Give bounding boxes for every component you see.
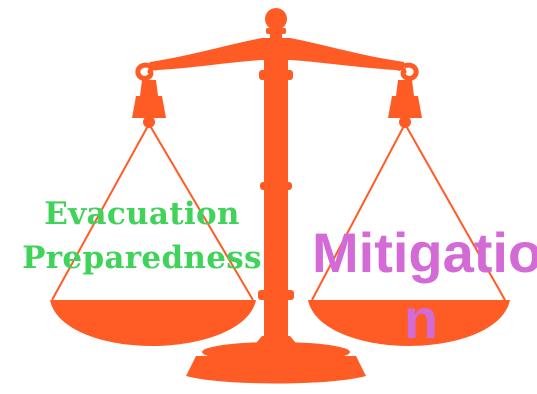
finial-collar [266, 28, 286, 34]
left-pan-label: Evacuation Preparedness [6, 192, 278, 280]
finial-ball [265, 8, 287, 30]
right-hook [400, 62, 419, 81]
right-pan [308, 300, 510, 346]
right-string-1 [311, 123, 406, 301]
left-pan-label-line1: Evacuation [44, 196, 240, 232]
base-foot [186, 356, 366, 384]
right-pan-label: Mitigatio n [312, 221, 537, 350]
right-string-2 [404, 123, 506, 301]
left-hook [135, 62, 154, 81]
left-string-1 [51, 123, 150, 301]
left-pan [50, 300, 256, 346]
left-string-2 [148, 123, 254, 301]
left-pan-label-line2: Preparedness [22, 240, 262, 276]
